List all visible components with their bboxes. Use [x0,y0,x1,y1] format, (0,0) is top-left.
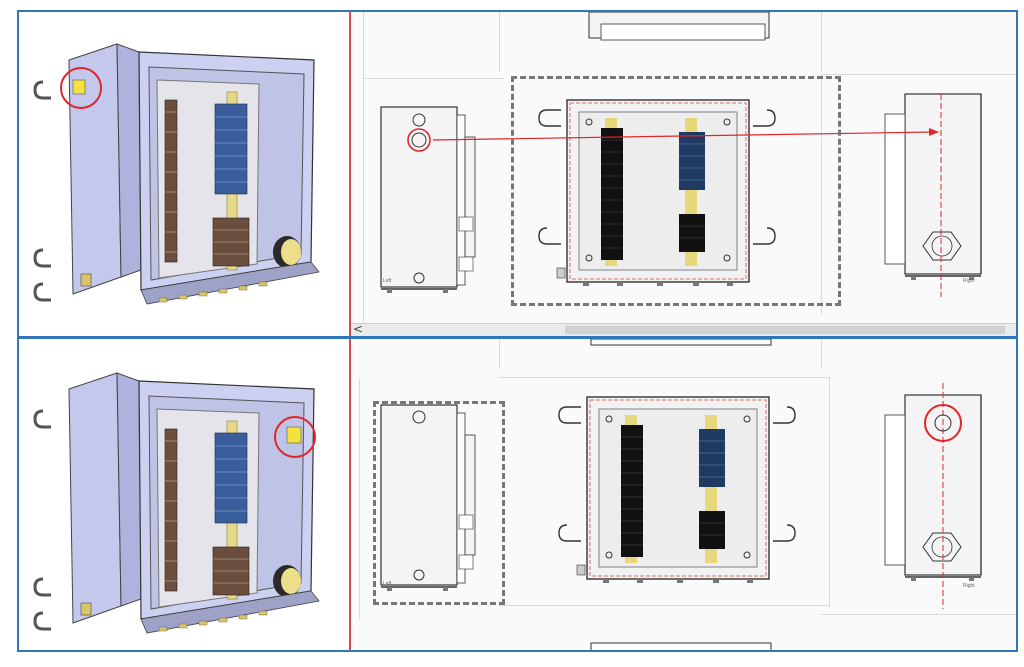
bottom-panel: Left Right [17,337,1018,652]
view-divider[interactable] [349,12,351,336]
selected-gland[interactable] [72,79,86,95]
right-view-caption: Right [963,278,975,284]
highlight-circle [60,67,102,109]
sheet-border [829,377,830,607]
top-panel: Left Right < [17,10,1018,338]
projection-arrow [432,131,934,141]
sheet-border [821,614,1016,615]
iso-3d-view[interactable] [19,12,349,336]
drawing-views [380,12,982,297]
sheet-border [359,379,360,619]
scrollbar-thumb[interactable] [565,326,1005,334]
sheet-border [821,74,1016,75]
sheet-border [499,12,500,72]
view-divider[interactable] [349,339,351,650]
horizontal-scrollbar[interactable]: < [351,322,1016,336]
sheet-border [499,377,829,378]
sheet-border [821,339,822,369]
sheet-border [821,74,822,314]
left-view-caption: Left [383,581,392,587]
chevron-left-icon[interactable]: < [353,322,364,336]
front-view-selection[interactable] [511,76,841,306]
highlight-circle [924,404,962,442]
drawing-sheet[interactable]: Left Right < [351,12,1016,336]
sheet-border [363,78,503,79]
iso-3d-view[interactable] [19,339,349,650]
enclosure-3d-model[interactable] [19,339,349,652]
sheet-border [821,12,822,72]
left-view-caption: Left [383,278,392,284]
right-view-caption: Right [963,583,975,589]
highlight-circle [274,416,316,458]
drawing-views [380,339,982,650]
sheet-border [363,12,364,322]
sheet-border [499,605,829,606]
left-view-selection[interactable] [373,401,505,605]
selected-gland[interactable] [286,426,302,444]
sheet-border [499,339,500,369]
drawing-sheet[interactable]: Left Right [351,339,1016,650]
highlight-circle [407,128,431,152]
enclosure-3d-model[interactable] [19,12,349,332]
